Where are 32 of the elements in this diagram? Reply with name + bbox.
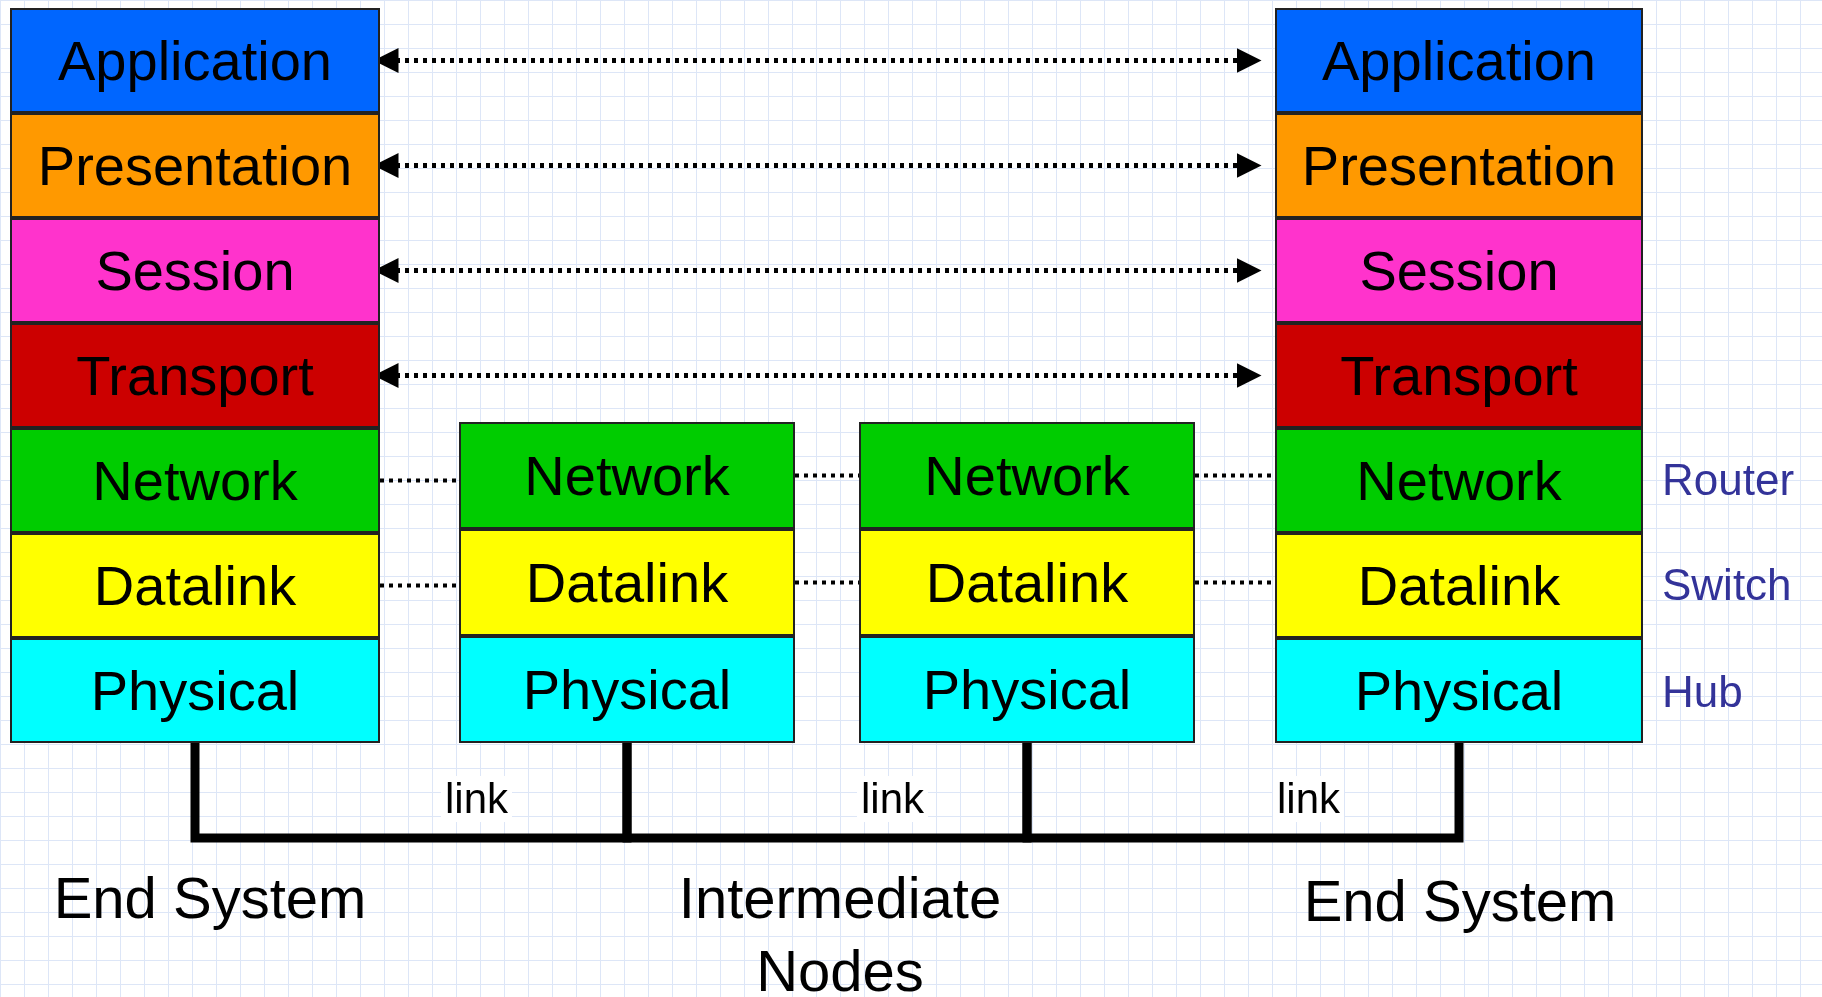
edge-label: link	[441, 776, 513, 823]
layer-box: Datalink	[1275, 533, 1643, 638]
dotted-line	[380, 478, 459, 483]
device-label: Router	[1662, 455, 1795, 505]
dotted-line	[380, 583, 459, 588]
layer-box: Network	[10, 428, 380, 533]
system-label: End System	[52, 864, 368, 932]
layer-box: Session	[1275, 218, 1643, 323]
layer-box: Datalink	[459, 529, 795, 636]
link-line	[1022, 743, 1464, 843]
layer-box: Application	[10, 8, 380, 113]
layer-box: Network	[859, 422, 1195, 529]
device-label: Switch	[1662, 560, 1792, 610]
layer-box: Physical	[1275, 638, 1643, 743]
layer-box: Session	[10, 218, 380, 323]
layer-box: Transport	[10, 323, 380, 428]
layer-box: Presentation	[1275, 113, 1643, 218]
layer-box: Network	[1275, 428, 1643, 533]
layer-box: Network	[459, 422, 795, 529]
system-label: Intermediate Nodes	[677, 864, 1003, 997]
edge-label: link	[857, 776, 929, 823]
layer-box: Transport	[1275, 323, 1643, 428]
layer-box: Physical	[10, 638, 380, 743]
layer-box: Physical	[859, 636, 1195, 743]
layer-box: Physical	[459, 636, 795, 743]
layer-box: Datalink	[10, 533, 380, 638]
device-label: Hub	[1662, 667, 1743, 717]
layer-box: Application	[1275, 8, 1643, 113]
layer-box: Datalink	[859, 529, 1195, 636]
layer-box: Presentation	[10, 113, 380, 218]
edge-label: link	[1273, 776, 1345, 823]
system-label: End System	[1302, 867, 1618, 935]
